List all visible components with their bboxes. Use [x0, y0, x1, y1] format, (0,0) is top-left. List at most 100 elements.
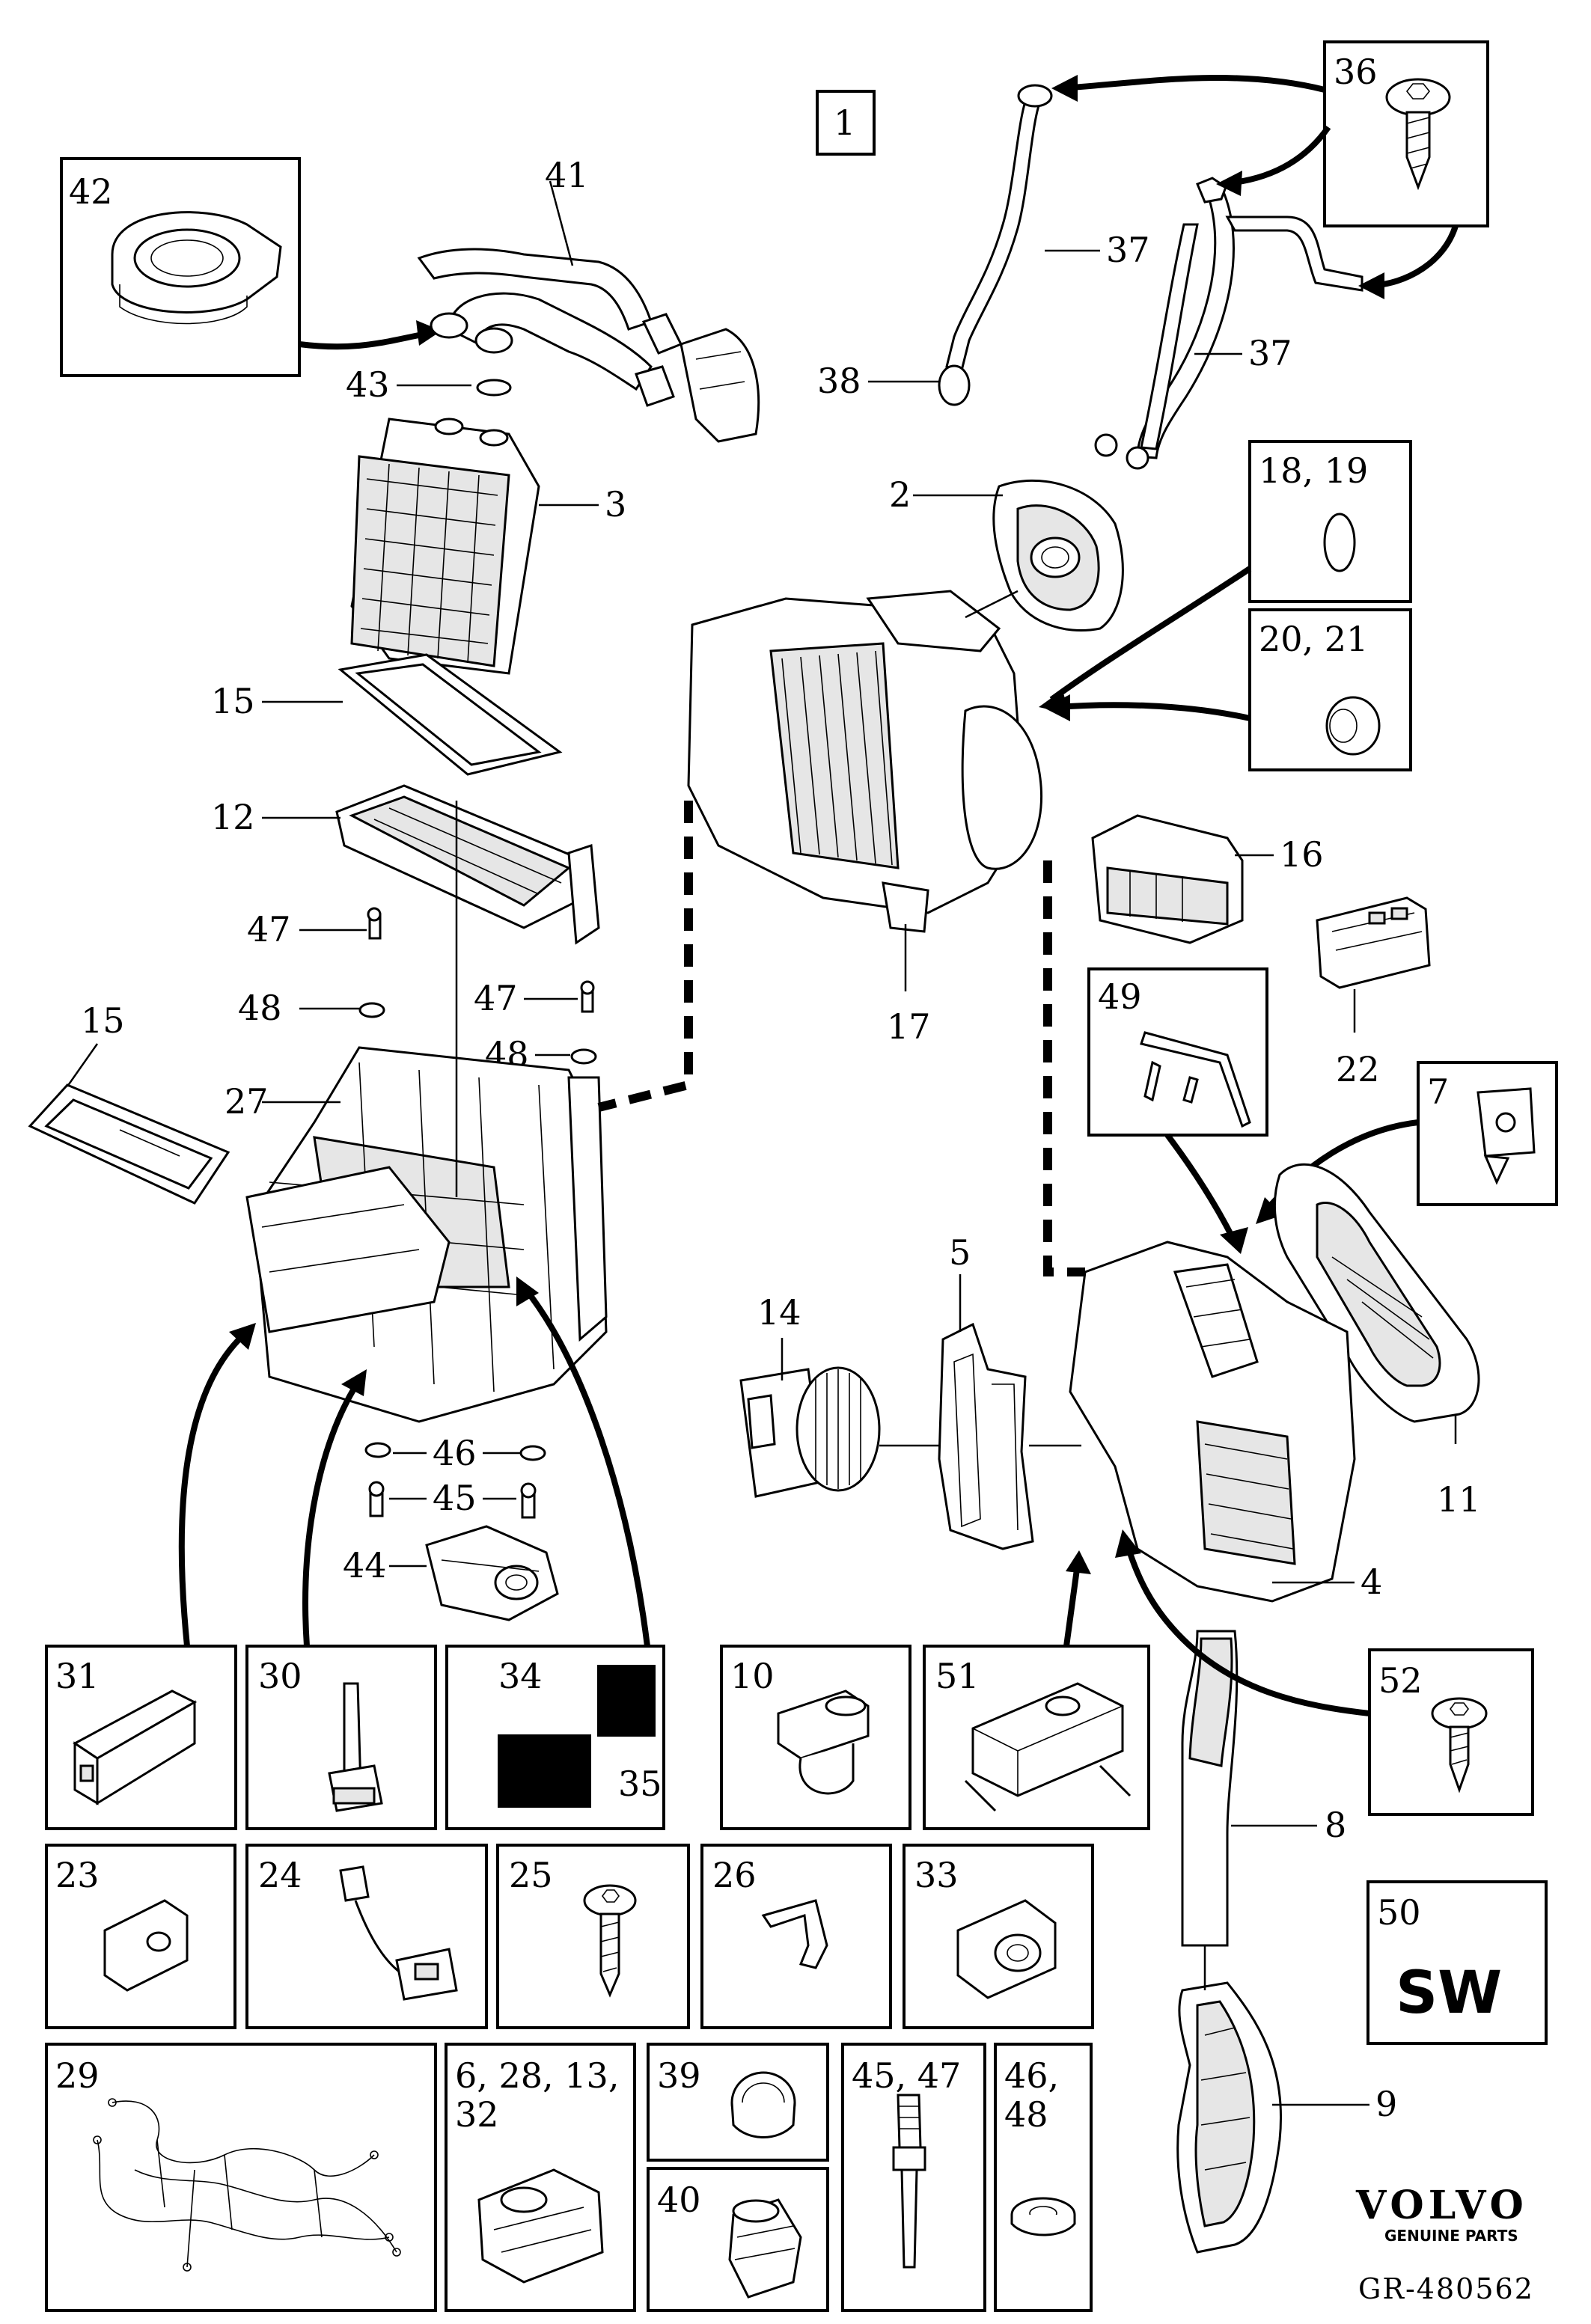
- svg-text:49: 49: [1098, 976, 1142, 1017]
- svg-text:31: 31: [55, 1656, 100, 1696]
- sw-box-50: 50 SW: [1366, 1880, 1548, 2045]
- part-box-45-47: 45, 47: [841, 2043, 986, 2312]
- svg-text:42: 42: [69, 171, 113, 212]
- grommet-box-20-21: 20, 21: [1248, 608, 1412, 771]
- seal-15-top: [338, 653, 563, 776]
- svg-text:37: 37: [1106, 230, 1150, 270]
- svg-text:17: 17: [887, 1006, 931, 1047]
- part-box-31: 31: [45, 1645, 237, 1830]
- part-box-30: 30: [245, 1645, 437, 1830]
- svg-text:VOLVO: VOLVO: [1355, 2183, 1528, 2228]
- o-ring-43: [476, 379, 512, 397]
- screw-box-36: 36: [1323, 40, 1489, 227]
- svg-text:3: 3: [605, 484, 626, 525]
- svg-text:9: 9: [1375, 2084, 1397, 2124]
- svg-text:4: 4: [1361, 1562, 1382, 1602]
- screw-icon: [1431, 1697, 1488, 1794]
- svg-text:45: 45: [433, 1478, 477, 1518]
- svg-text:1: 1: [834, 103, 855, 143]
- svg-text:30: 30: [258, 1656, 302, 1696]
- svg-text:50: 50: [1377, 1892, 1421, 1933]
- svg-text:5: 5: [949, 1232, 971, 1273]
- part-box-6-28-13-32: 6, 28, 13, 32: [445, 2043, 636, 2312]
- heater-pipes-41: [417, 248, 683, 407]
- bracket-box-7: 7: [1417, 1061, 1558, 1206]
- part-box-46-48: 46, 48: [994, 2043, 1093, 2312]
- control-module-16: [1091, 814, 1244, 944]
- svg-text:51: 51: [935, 1656, 980, 1696]
- oring-box-18-19: 18, 19: [1248, 440, 1412, 603]
- screw-icon: [1385, 78, 1451, 191]
- svg-text:29: 29: [55, 2055, 100, 2096]
- svg-text:46: 46: [433, 1433, 477, 1473]
- svg-text:SW: SW: [1396, 1960, 1502, 2027]
- svg-text:22: 22: [1336, 1049, 1380, 1089]
- svg-text:18, 19: 18, 19: [1259, 450, 1368, 491]
- svg-text:47: 47: [474, 978, 518, 1018]
- svg-text:43: 43: [346, 364, 390, 405]
- actuator-44: [425, 1525, 559, 1621]
- svg-text:46,: 46,: [1004, 2055, 1059, 2096]
- svg-text:15: 15: [211, 681, 255, 721]
- seal-box-42: 42: [60, 157, 301, 377]
- foam-pad-35: [597, 1665, 656, 1737]
- svg-text:47: 47: [247, 909, 291, 950]
- svg-text:8: 8: [1325, 1805, 1346, 1845]
- seal-15-left: [28, 1083, 230, 1205]
- evaporator-unit-17: [687, 590, 1042, 933]
- svg-text:15: 15: [81, 1000, 125, 1041]
- washer-46-left: [364, 1442, 391, 1458]
- part-box-29: 29: [45, 2043, 437, 2312]
- svg-text:44: 44: [343, 1545, 387, 1585]
- svg-text:6, 28, 13,: 6, 28, 13,: [455, 2055, 619, 2096]
- svg-text:25: 25: [509, 1855, 553, 1895]
- grommet-icon: [1325, 696, 1381, 756]
- duct-11: [1274, 1163, 1480, 1423]
- o-ring-icon: [1323, 513, 1356, 572]
- screw-icon: [583, 1884, 637, 1998]
- svg-text:38: 38: [817, 361, 861, 401]
- svg-text:34: 34: [498, 1656, 543, 1696]
- svg-text:35: 35: [618, 1764, 662, 1804]
- svg-text:32: 32: [455, 2094, 499, 2135]
- svg-text:39: 39: [657, 2055, 701, 2096]
- group-box: 1: [816, 90, 876, 156]
- hose-37-right: [1094, 177, 1364, 470]
- svg-text:40: 40: [657, 2180, 701, 2220]
- svg-text:16: 16: [1280, 834, 1324, 875]
- sensor-45-left: [368, 1481, 385, 1517]
- volvo-logo: VOLVO GENUINE PARTS: [1355, 2183, 1528, 2245]
- washer-46-right: [519, 1445, 546, 1461]
- svg-text:11: 11: [1437, 1479, 1481, 1520]
- control-unit-22: [1316, 896, 1431, 989]
- washer-48-left: [358, 1002, 385, 1018]
- svg-text:33: 33: [914, 1855, 959, 1895]
- washer-48-right: [570, 1048, 597, 1065]
- svg-text:14: 14: [757, 1292, 801, 1333]
- svg-text:27: 27: [225, 1081, 269, 1122]
- part-box-51: 51: [923, 1645, 1150, 1830]
- part-box-10: 10: [720, 1645, 911, 1830]
- svg-text:24: 24: [258, 1855, 302, 1895]
- part-box-34-35: 34 35: [445, 1645, 665, 1830]
- part-box-40: 40: [647, 2167, 829, 2312]
- housing-27: [245, 1046, 608, 1423]
- svg-text:20, 21: 20, 21: [1259, 619, 1368, 659]
- screw-box-52: 52: [1368, 1648, 1534, 1816]
- svg-text:26: 26: [712, 1855, 757, 1895]
- foam-pad-34: [498, 1734, 591, 1808]
- cover-5: [938, 1322, 1034, 1550]
- blower-motor-14: [739, 1366, 881, 1498]
- blower-housing-4: [1069, 1241, 1356, 1603]
- part-box-24: 24: [245, 1844, 488, 2029]
- sensor-47-left: [367, 907, 382, 940]
- part-box-23: 23: [45, 1844, 236, 2029]
- svg-text:37: 37: [1248, 333, 1292, 373]
- svg-text:45, 47: 45, 47: [852, 2055, 961, 2096]
- hose-37-left: [938, 84, 1053, 406]
- duct-8: [1181, 1630, 1239, 1947]
- part-box-25: 25: [496, 1844, 690, 2029]
- svg-text:23: 23: [55, 1855, 100, 1895]
- part-box-39: 39: [647, 2043, 829, 2162]
